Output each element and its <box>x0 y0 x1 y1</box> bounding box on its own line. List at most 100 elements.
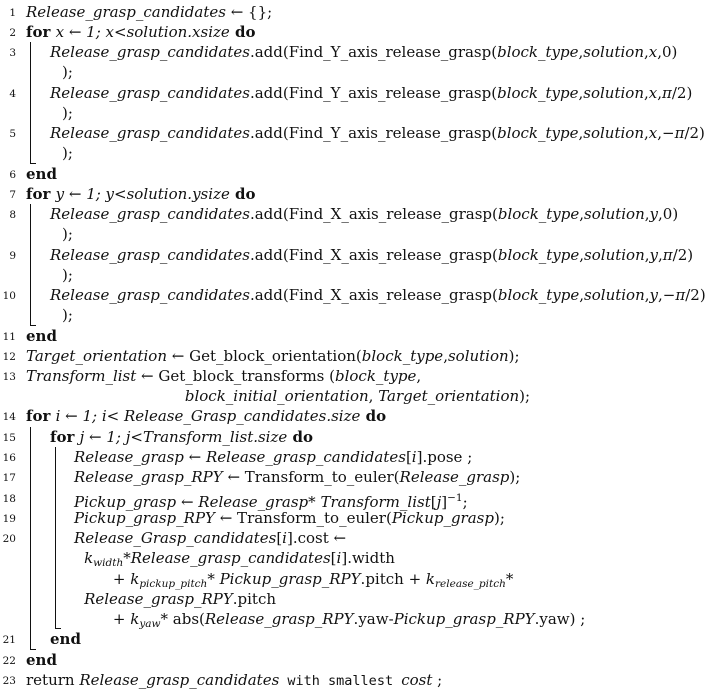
line-code: for x ← 1; x<solution.xsize do <box>26 22 256 42</box>
code-token: , <box>643 84 649 102</box>
line-number: 3 <box>9 47 16 59</box>
code-token: y <box>649 205 659 223</box>
code-token: k <box>84 549 94 567</box>
code-token: y <box>649 246 659 264</box>
for-j-block-foot <box>55 628 61 629</box>
line-number: 16 <box>2 452 16 464</box>
code-token: , <box>658 246 663 264</box>
code-token: + <box>112 570 131 588</box>
line-number: 12 <box>2 351 16 363</box>
code-token: k <box>130 610 140 628</box>
code-token: end <box>50 630 81 648</box>
line-number: 20 <box>2 533 16 545</box>
line-code: Release_grasp ← Release_grasp_candidates… <box>74 447 472 467</box>
code-token: ); <box>62 144 73 162</box>
algorithm-line: ); <box>0 224 683 244</box>
code-token: ); <box>62 266 73 284</box>
code-token: Target_orientation <box>378 387 520 405</box>
code-token: [ <box>430 493 437 511</box>
code-token: [ <box>330 549 337 567</box>
line-code: for i ← 1; i< Release_Grasp_candidates.s… <box>26 406 386 426</box>
code-token: y <box>55 185 65 203</box>
code-token: ); <box>508 347 520 365</box>
line-code: ); <box>62 62 73 82</box>
code-token: , <box>644 246 650 264</box>
code-token: Release_grasp_candidates <box>50 205 250 223</box>
line-code: Release_grasp_candidates.add(Find_X_axis… <box>50 245 693 265</box>
line-code: + kpickup_pitch* Pickup_grasp_RPY.pitch … <box>113 569 514 594</box>
code-token: ← <box>176 493 199 511</box>
line-number: 21 <box>2 634 16 646</box>
line-code: Release_grasp_candidates ← {}; <box>26 2 272 22</box>
algorithm-line: Release_grasp_RPY.pitch <box>0 589 683 609</box>
code-token: ; <box>462 493 468 511</box>
code-token: k <box>425 570 436 588</box>
line-number: 23 <box>2 675 16 687</box>
line-number: 18 <box>2 493 16 505</box>
line-code: ); <box>62 265 73 285</box>
code-token: ← <box>64 185 87 203</box>
algorithm-line: 9 Release_grasp_candidates.add(Find_X_axi… <box>0 245 693 265</box>
code-token: do <box>287 428 313 446</box>
for-i-block-foot <box>30 649 36 650</box>
line-code: Release_grasp_candidates.add(Find_Y_axis… <box>50 123 705 143</box>
code-token: i <box>55 407 61 425</box>
code-token: for <box>26 185 56 203</box>
code-token: ← <box>84 428 107 446</box>
line-code: + kyaw* abs(Release_grasp_RPY.yaw-Pickup… <box>113 609 585 634</box>
code-token: /2) <box>671 84 693 102</box>
code-token: solution <box>584 246 645 264</box>
algorithm-line: 21 end <box>0 629 683 649</box>
line-number: 5 <box>9 128 16 140</box>
code-token: Release_grasp <box>198 493 309 511</box>
code-token: ← Transform_to_euler( <box>214 509 392 527</box>
code-token: x <box>648 84 658 102</box>
code-token: [ <box>405 448 412 466</box>
line-code: ); <box>62 224 73 244</box>
line-code: Target_orientation ← Get_block_orientati… <box>26 346 520 366</box>
code-token: solution <box>447 347 509 365</box>
line-code: Release_grasp_candidates.add(Find_Y_axis… <box>50 42 677 62</box>
algorithm-line: ); <box>0 265 683 285</box>
line-code: end <box>26 650 57 670</box>
line-number: 1 <box>9 7 16 19</box>
algorithm-line: 12 Target_orientation ← Get_block_orienta… <box>0 346 683 366</box>
code-token: solution <box>583 84 644 102</box>
code-token: * <box>123 549 131 567</box>
code-token: ].width <box>341 549 395 567</box>
line-code: end <box>26 164 57 184</box>
line-number: 9 <box>9 250 16 262</box>
line-number: 2 <box>9 27 16 39</box>
code-token: , <box>578 124 584 142</box>
code-token: ← <box>183 448 206 466</box>
code-token: block_type <box>361 347 444 365</box>
line-number: 11 <box>2 331 16 343</box>
line-code: Release_Grasp_candidates[i].cost ← <box>74 528 346 548</box>
code-token: Release_grasp_candidates <box>206 448 406 466</box>
line-code: ); <box>62 103 73 123</box>
code-token: Pickup_grasp <box>391 509 494 527</box>
line-number: 7 <box>9 189 16 201</box>
code-token: i <box>282 529 287 547</box>
code-token: /2) <box>685 286 706 304</box>
code-token: cost <box>401 671 433 689</box>
code-token: [ <box>276 529 283 547</box>
code-token: π <box>662 84 672 102</box>
code-token: Release_grasp_candidates <box>26 3 226 21</box>
for-y-block-foot <box>30 325 36 326</box>
code-token: x <box>648 124 658 142</box>
code-token: Release_grasp_candidates <box>130 549 331 567</box>
code-token: , <box>644 286 650 304</box>
code-token: Transform_list <box>26 367 137 385</box>
code-token: release_pitch <box>435 578 506 590</box>
code-token: ); <box>62 104 73 122</box>
code-token: ← Transform_to_euler( <box>222 468 400 486</box>
code-token: , <box>579 205 585 223</box>
line-code: return Release_grasp_candidates with sma… <box>26 670 442 691</box>
